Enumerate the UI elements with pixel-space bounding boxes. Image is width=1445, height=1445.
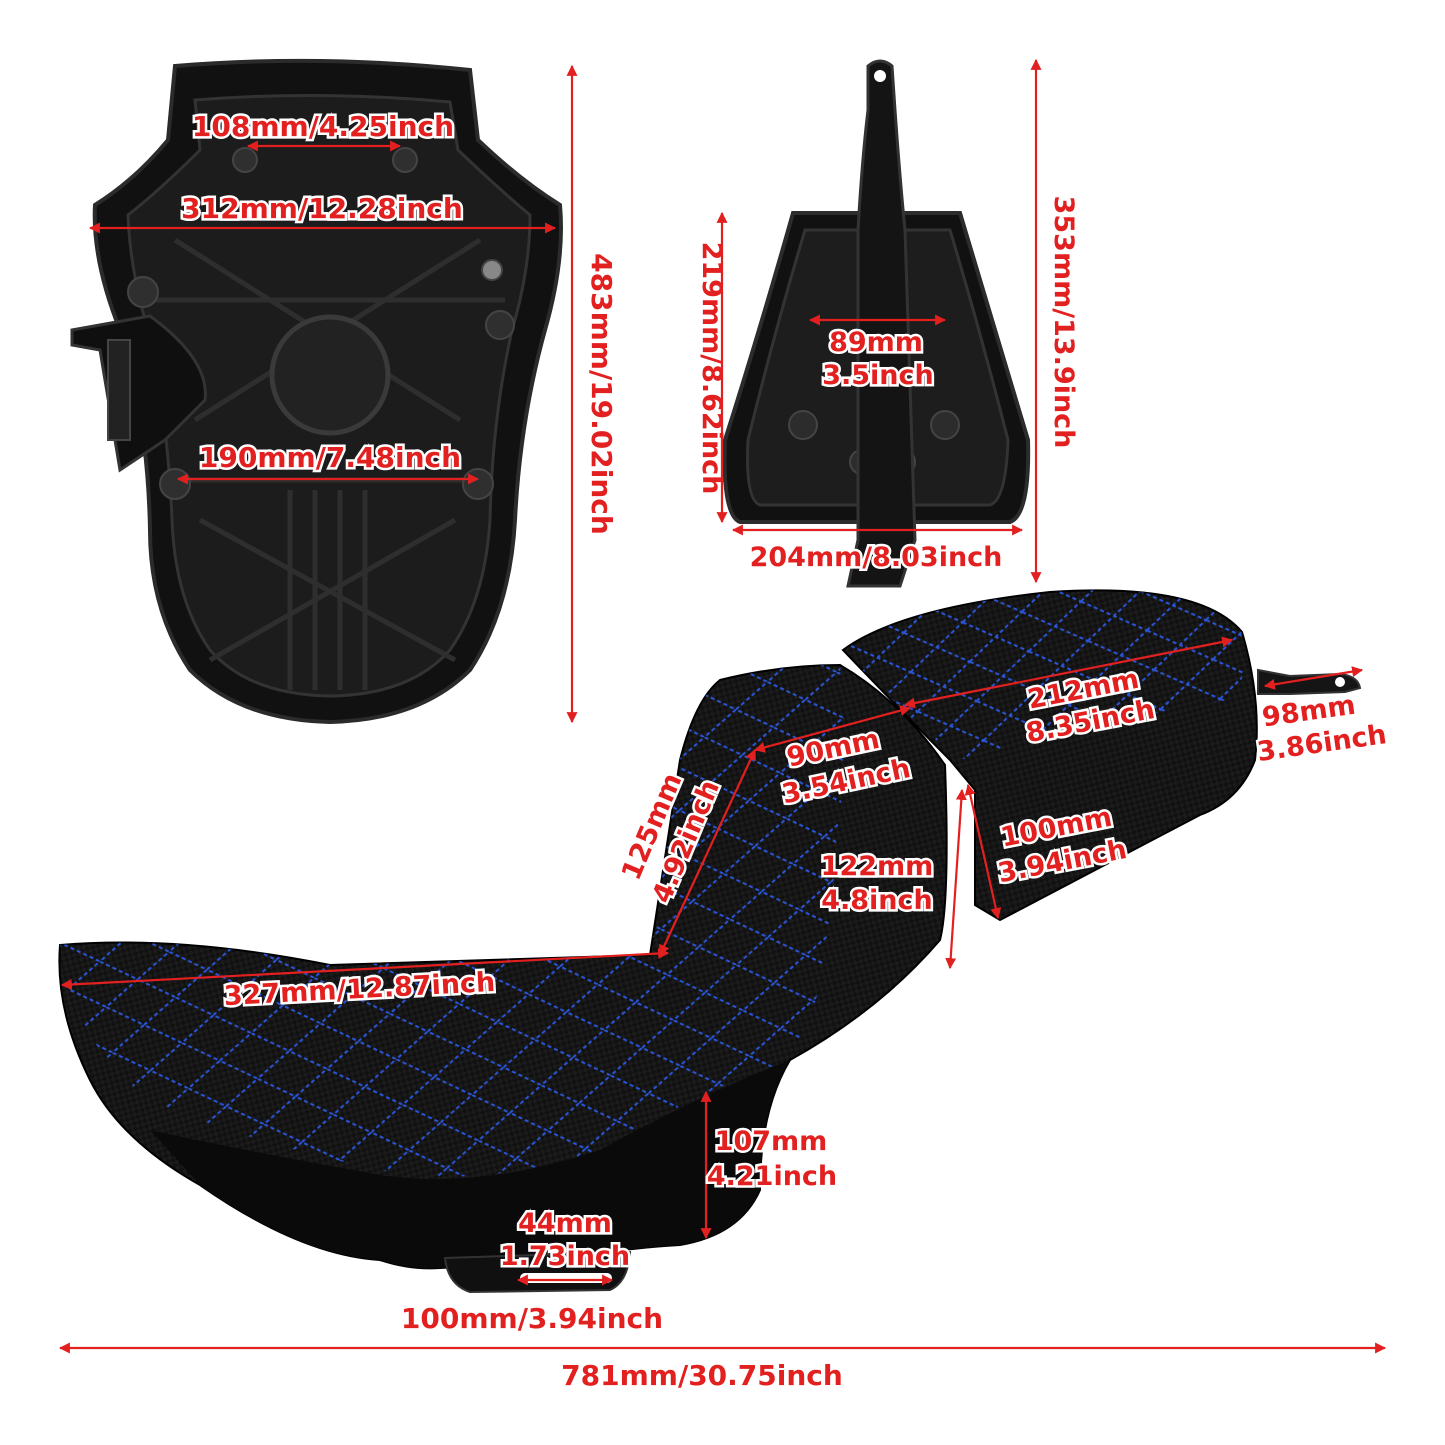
tab-length-label: 100mm/3.94inch [401,1302,663,1335]
riser-label-2: 4.8inch [821,885,933,916]
tab-label-2: 1.73inch [500,1241,630,1272]
side-view: 212mm 8.35inch 98mm 3.86inch 90mm 3.54in… [58,589,1391,1392]
rider-top-width-label: 108mm/4.25inch [192,110,454,143]
passenger-inner-width-label-1: 89mm [829,327,923,358]
total-length-label: 781mm/30.75inch [561,1359,843,1392]
passenger-strap [846,59,917,588]
rider-lower-width-label: 190mm/7.48inch [199,441,461,474]
tab-label-1: 44mm [518,1208,612,1239]
passenger-base-view: 89mm 3.5inch 219mm/8.62inch 204mm/8.03in… [696,58,1079,588]
riser-label-1: 122mm [821,851,934,882]
rider-base-view: 108mm/4.25inch 312mm/12.28inch 190mm/7.4… [70,58,618,725]
side-height-label-1: 107mm [715,1126,828,1157]
rider-width-label: 312mm/12.28inch [181,192,463,225]
passenger-height-label: 353mm/13.9inch [1048,196,1079,449]
passenger-inner-width-label-2: 3.5inch [822,360,934,391]
passenger-width-label: 204mm/8.03inch [750,542,1003,573]
side-height-label-2: 4.21inch [707,1161,837,1192]
rider-height-label: 483mm/19.02inch [585,253,618,535]
passenger-pan-height-label: 219mm/8.62inch [696,242,727,495]
